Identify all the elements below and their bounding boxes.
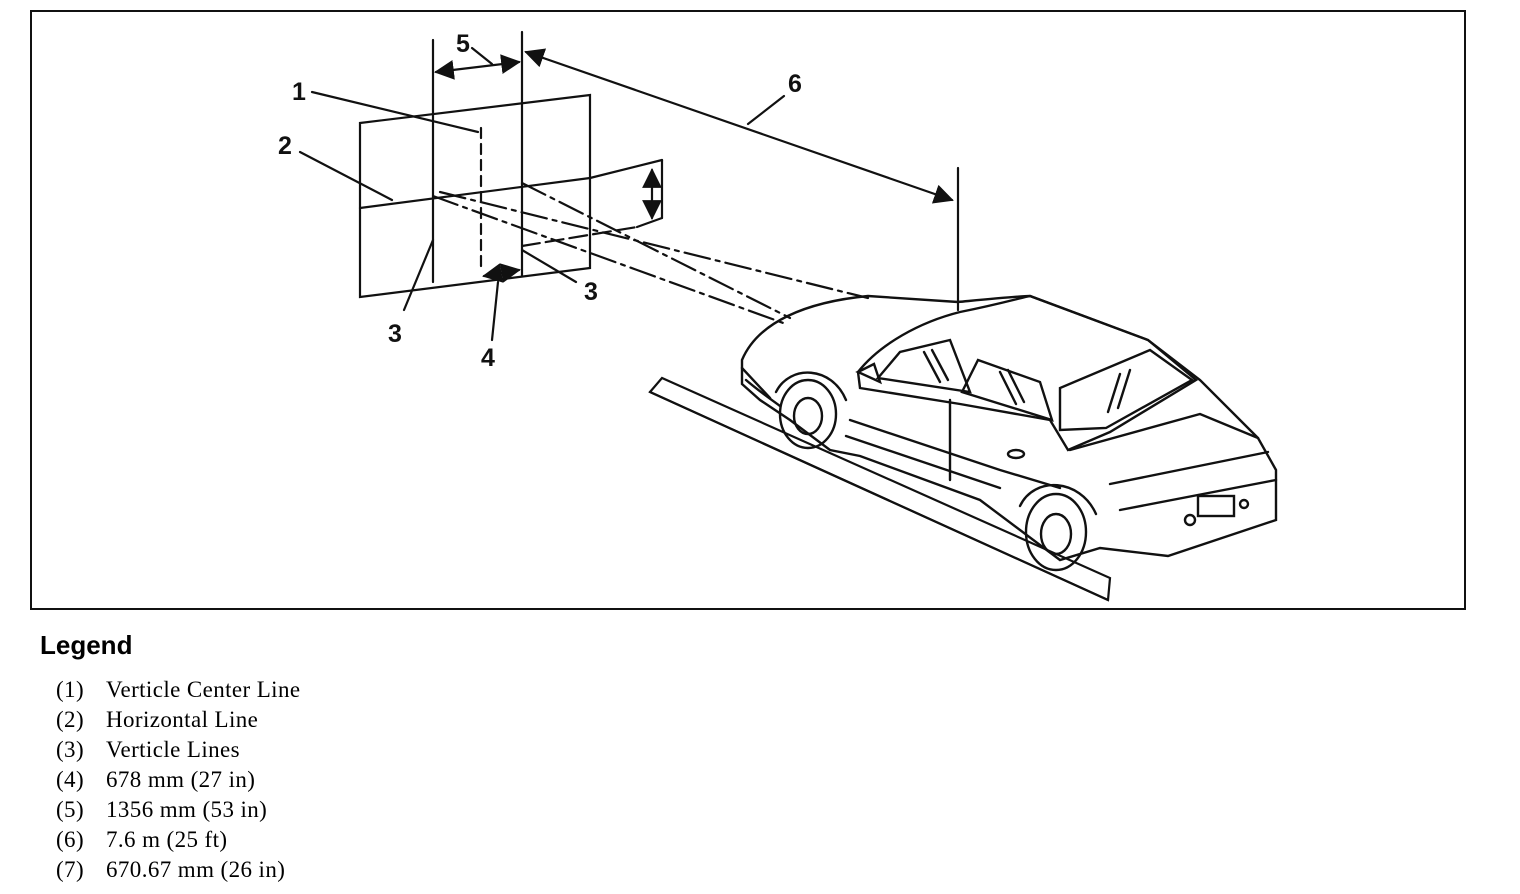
dimension-4-arrow <box>482 263 521 283</box>
legend-item: (4)678 mm (27 in) <box>56 767 256 792</box>
legend-item: (5)1356 mm (53 in) <box>56 797 268 822</box>
legend-item: (6)7.6 m (25 ft) <box>56 827 228 852</box>
dimension-6-arrow <box>524 48 954 204</box>
callout-5: 5 <box>456 30 470 58</box>
beam-line-lower <box>520 181 792 320</box>
legend-item: (1)Verticle Center Line <box>56 677 301 702</box>
beam-line-upper <box>438 190 870 300</box>
dimension-5-arrow <box>434 54 521 80</box>
callout-1: 1 <box>292 78 306 106</box>
legend-item: (3)Verticle Lines <box>56 737 240 762</box>
callout-3-right: 3 <box>584 278 598 306</box>
legend-item: (7)670.67 mm (26 in) <box>56 857 286 882</box>
aiming-screen <box>358 93 592 299</box>
rear-wheel <box>1024 492 1088 572</box>
horizontal-line <box>358 176 592 210</box>
callout-2: 2 <box>278 132 292 160</box>
legend-title: Legend <box>40 630 133 660</box>
beam-line-lower2 <box>431 194 788 326</box>
ground-rail <box>648 376 1112 602</box>
callout-3-left: 3 <box>388 320 402 348</box>
front-wheel <box>778 378 838 450</box>
car <box>740 294 1278 572</box>
legend-item: (2)Horizontal Line <box>56 707 259 732</box>
legend-list: (1)Verticle Center Line (2)Horizontal Li… <box>56 675 300 885</box>
callout-4: 4 <box>481 344 495 372</box>
callout-6: 6 <box>788 70 802 98</box>
